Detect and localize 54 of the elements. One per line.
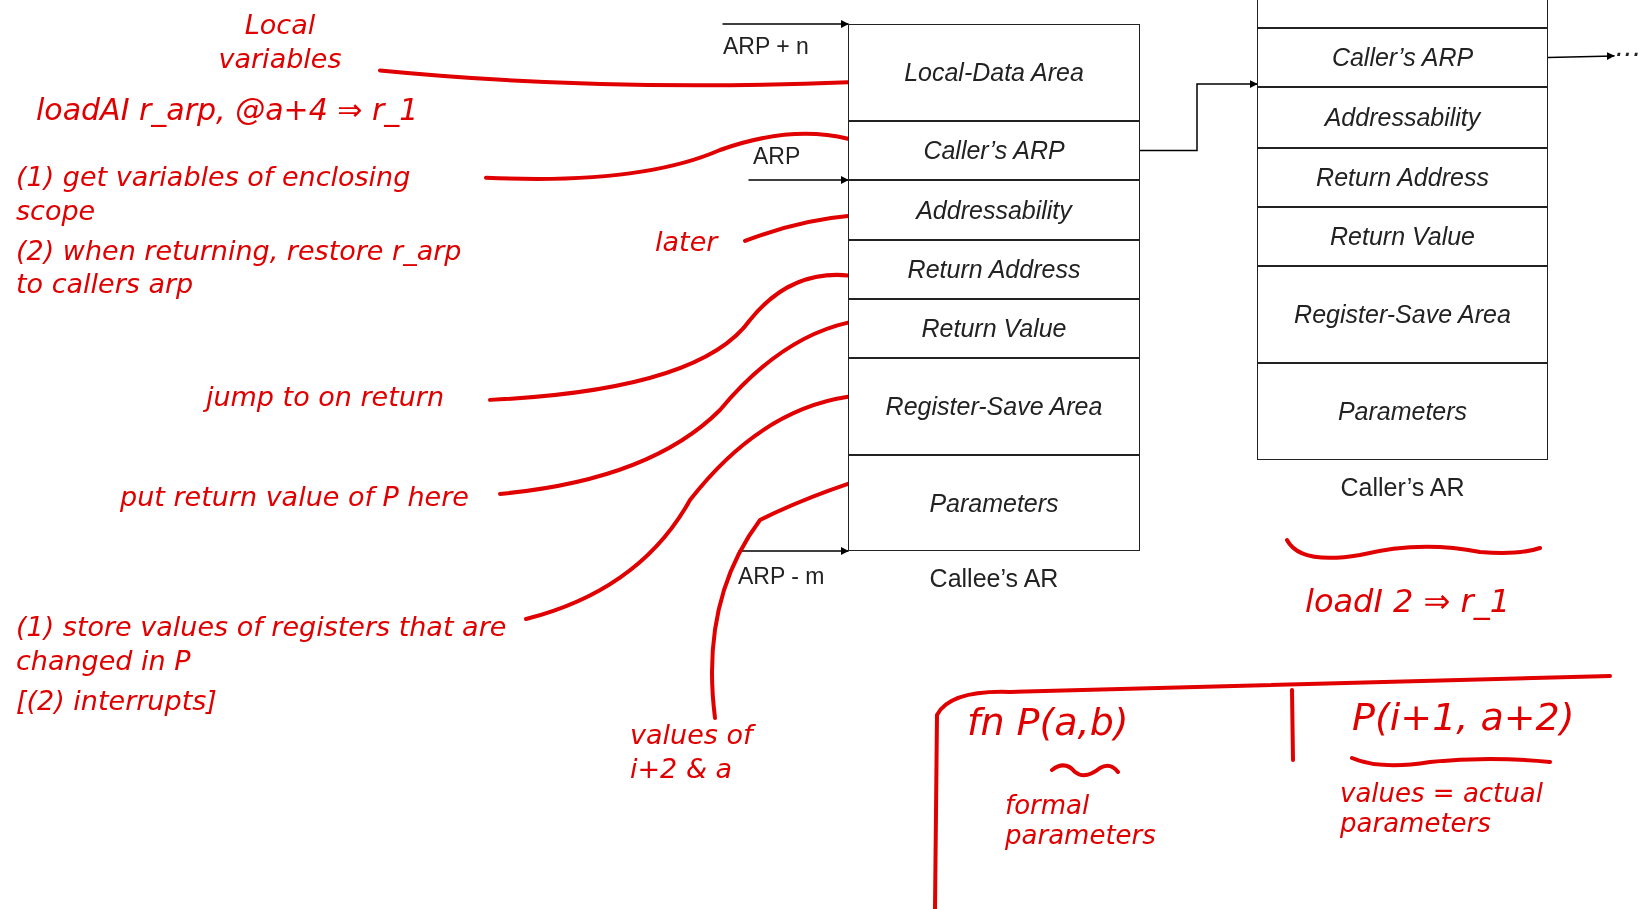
- handwritten-note: (1) store values of registers that are changed in P: [16, 610, 508, 678]
- field-label: Local-Data Area: [904, 58, 1084, 87]
- code-note: loadI 2 ⇒ r_1: [1305, 582, 1511, 620]
- stack-cell: [848, 24, 1140, 121]
- handwritten-note: fn P(a,b): [967, 700, 1129, 744]
- stack-cell: [1257, 0, 1548, 28]
- stack-cell: [1257, 87, 1548, 148]
- node-label: Caller’s AR: [1339, 473, 1466, 502]
- handwritten-note: P(i+1, a+2): [1352, 695, 1575, 739]
- arrow: [722, 20, 849, 28]
- stack-cell: [848, 240, 1140, 299]
- field-label: Parameters: [929, 488, 1059, 518]
- stack-cell: [848, 180, 1140, 240]
- stack-cell: [848, 299, 1140, 358]
- field-label: Return Value: [921, 314, 1067, 343]
- code-note: loadAI r_arp, @a+4 ⇒ r_1: [36, 92, 419, 127]
- leader-line: [378, 68, 850, 88]
- stack-cell: [1257, 148, 1548, 207]
- stack-cell: [1257, 266, 1548, 363]
- handwritten-note: (2) when returning, restore r_arp to callers arp: [16, 233, 463, 301]
- handwritten-note: (1) get variables of enclosing scope: [16, 160, 412, 228]
- leader-line: [488, 272, 850, 402]
- node-label: Callee’s AR: [928, 564, 1060, 593]
- field-label: Register-Save Area: [1294, 300, 1511, 329]
- field-label: Caller’s ARP: [1331, 43, 1474, 72]
- arrow: [1547, 52, 1615, 61]
- handwritten-note: jump to on return: [202, 380, 446, 414]
- field-label: Addressability: [916, 195, 1072, 225]
- handwritten-note: [(2) interrupts]: [16, 683, 218, 718]
- leader-line: [498, 320, 850, 496]
- field-label: Addressability: [1324, 103, 1481, 132]
- handwritten-note: values of i+2 & a: [630, 718, 800, 786]
- handwritten-note: later: [655, 225, 720, 259]
- leader-line: [524, 394, 850, 622]
- field-label: Caller’s ARP: [923, 136, 1065, 165]
- arrow: [748, 176, 849, 184]
- field-label: Parameters: [1337, 397, 1468, 426]
- stack-cell: [848, 121, 1140, 180]
- stack-cell: [1257, 207, 1548, 266]
- arrow: [1139, 80, 1258, 152]
- handwritten-note: Local variables: [217, 8, 343, 76]
- field-label: Return Address: [1316, 163, 1489, 192]
- field-label: Return Value: [1330, 222, 1475, 251]
- field-label: Return Address: [907, 255, 1081, 284]
- stack-cell: [1257, 28, 1548, 87]
- leader-line: [484, 131, 850, 181]
- leader-line: [710, 481, 850, 720]
- handwritten-note: formal parameters: [1005, 790, 1157, 850]
- field-label: Register-Save Area: [885, 392, 1103, 421]
- handwritten-note: values = actual parameters: [1340, 778, 1544, 838]
- leader-line: [743, 214, 850, 243]
- stack-cell: [848, 358, 1140, 455]
- handwritten-note: put return value of P here: [120, 480, 470, 514]
- ellipsis: ···: [1614, 38, 1641, 72]
